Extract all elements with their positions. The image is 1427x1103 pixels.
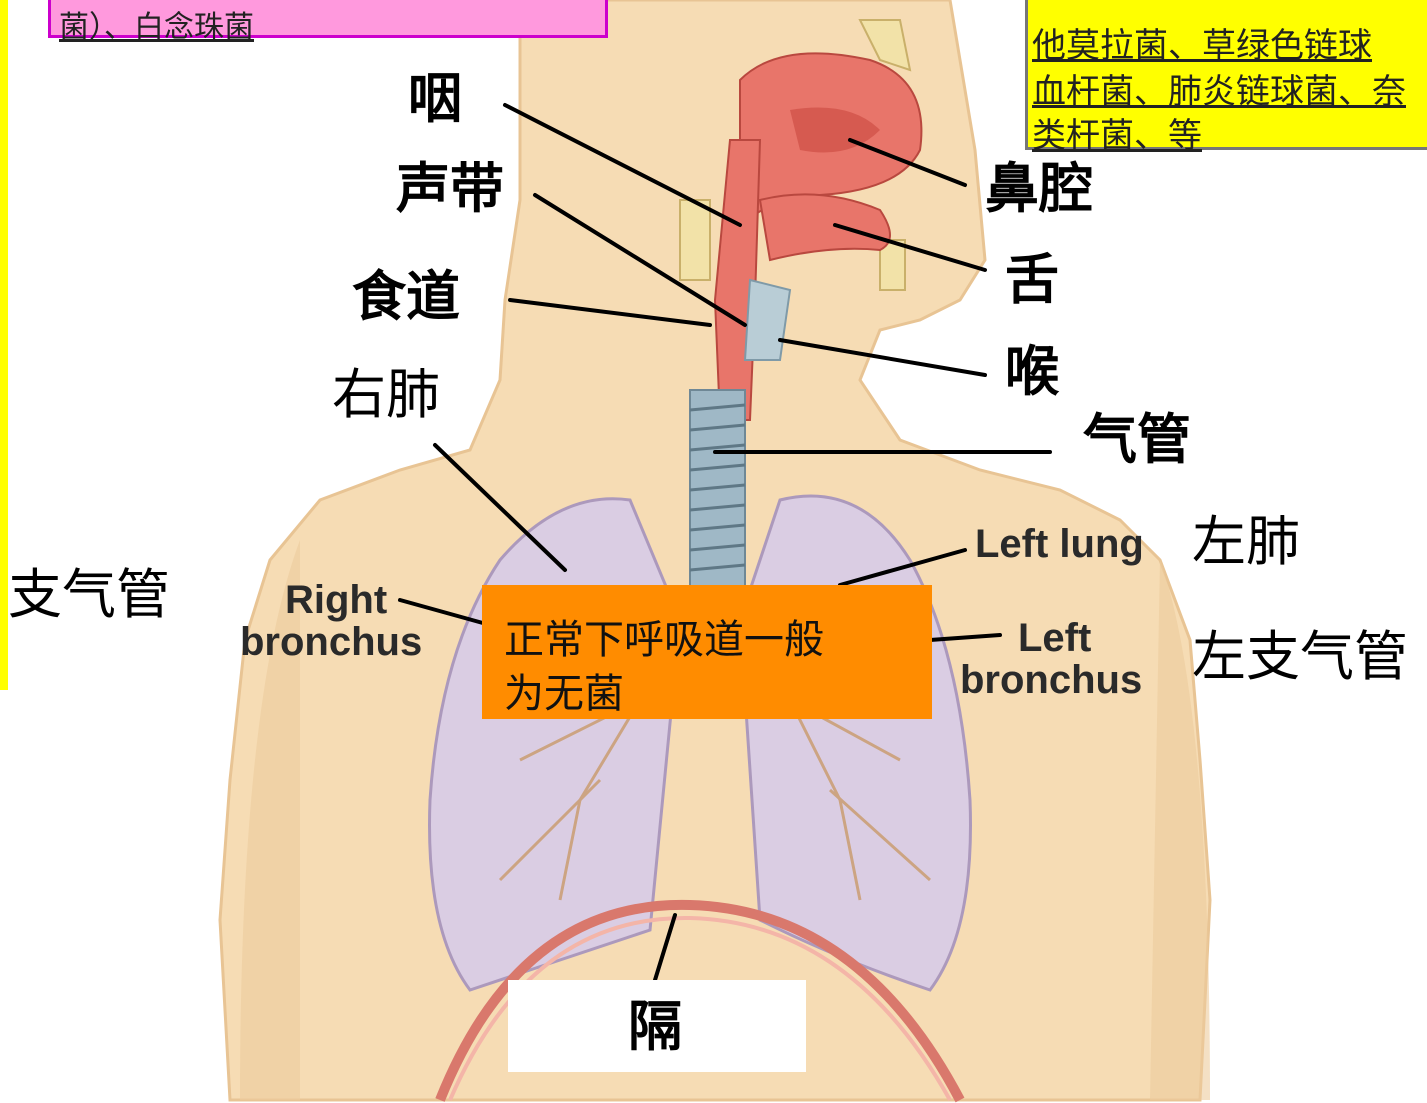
yellow-note-line-3: 类杆菌、等 [1032,116,1202,156]
label-bg-diaphragm [508,980,806,1072]
label-right-bronchus-en-2: bronchus [240,620,423,664]
label-vocal-cords: 声带 [396,157,504,220]
label-bg-right-lung [300,360,472,438]
label-left-bronchus-cn: 左支气管 [1192,625,1408,688]
orange-note-box: 正常下呼吸道一般 为无菌 [482,585,932,719]
label-right-lung: 右肺 [332,363,440,426]
label-right-bronchus-cn: 支气管 [8,563,170,626]
leader-lines [398,103,1052,982]
tongue-shape [758,193,891,262]
label-esophagus: 食道 [352,265,460,328]
trachea-shape [689,389,746,591]
label-nasal-cavity: 鼻腔 [985,157,1093,220]
label-right-bronchus-en-1: Right [285,578,388,622]
label-larynx: 喉 [1005,340,1059,403]
orange-note-line-1: 正常下呼吸道一般 [504,617,824,663]
label-tongue: 舌 [1005,248,1059,311]
label-left-lung-en: Left lung [975,522,1144,566]
label-left-bronchus-en-2: bronchus [960,658,1143,702]
diaphragm-shape [435,899,965,1103]
label-trachea: 气管 [1083,408,1191,471]
label-pharynx: 咽 [408,67,462,130]
yellow-note-line-2: 血杆菌、肺炎链球菌、奈 [1032,72,1406,112]
label-diaphragm: 隔 [628,995,682,1058]
yellow-side-bar [0,0,8,690]
label-left-bronchus-en-1: Left [1018,616,1092,660]
orange-note-line-2: 为无菌 [504,671,624,717]
yellow-note-line-1: 他莫拉菌、草绿色链球 [1032,26,1372,66]
label-left-lung-cn: 左肺 [1192,510,1300,573]
pink-note-box: 菌）、白念珠菌 [48,0,608,45]
pink-note-text: 菌）、白念珠菌 [59,10,254,45]
yellow-note-box: 他莫拉菌、草绿色链球 血杆菌、肺炎链球菌、奈 类杆菌、等 [1025,0,1427,156]
